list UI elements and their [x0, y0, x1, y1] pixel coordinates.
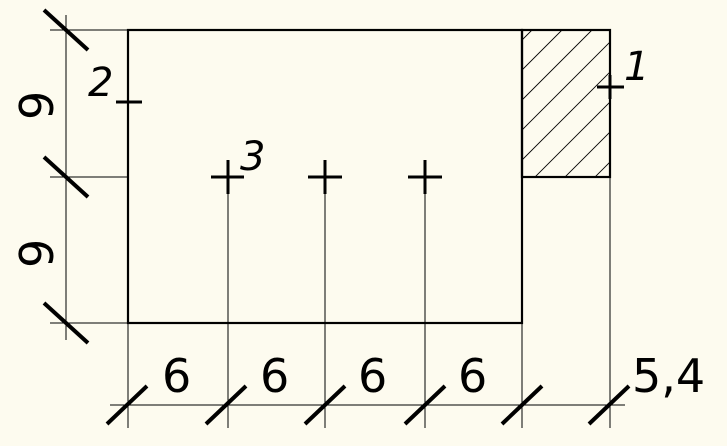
dimension-value: 6 [162, 349, 191, 403]
dimension-value: 6 [358, 349, 387, 403]
bottom-dimension-ticks [105, 384, 631, 426]
point-marker-1 [597, 75, 624, 99]
left-dimension-ticks [42, 8, 90, 345]
cross-marker [308, 160, 342, 194]
dimension-value: 6 [260, 349, 289, 403]
dimension-value: 5,4 [632, 349, 705, 403]
point-label-2: 2 [88, 60, 113, 106]
point-marker-3 [211, 160, 244, 194]
point-label-1: 1 [624, 44, 649, 90]
extension-lines [50, 29, 611, 428]
hatched-area [522, 30, 610, 177]
cross-marker [408, 160, 442, 194]
support-block [520, 28, 612, 179]
point-label-3: 3 [240, 134, 265, 180]
dimension-value: 9 [10, 91, 64, 120]
dimension-value: 6 [458, 349, 487, 403]
dimension-value: 9 [10, 239, 64, 268]
